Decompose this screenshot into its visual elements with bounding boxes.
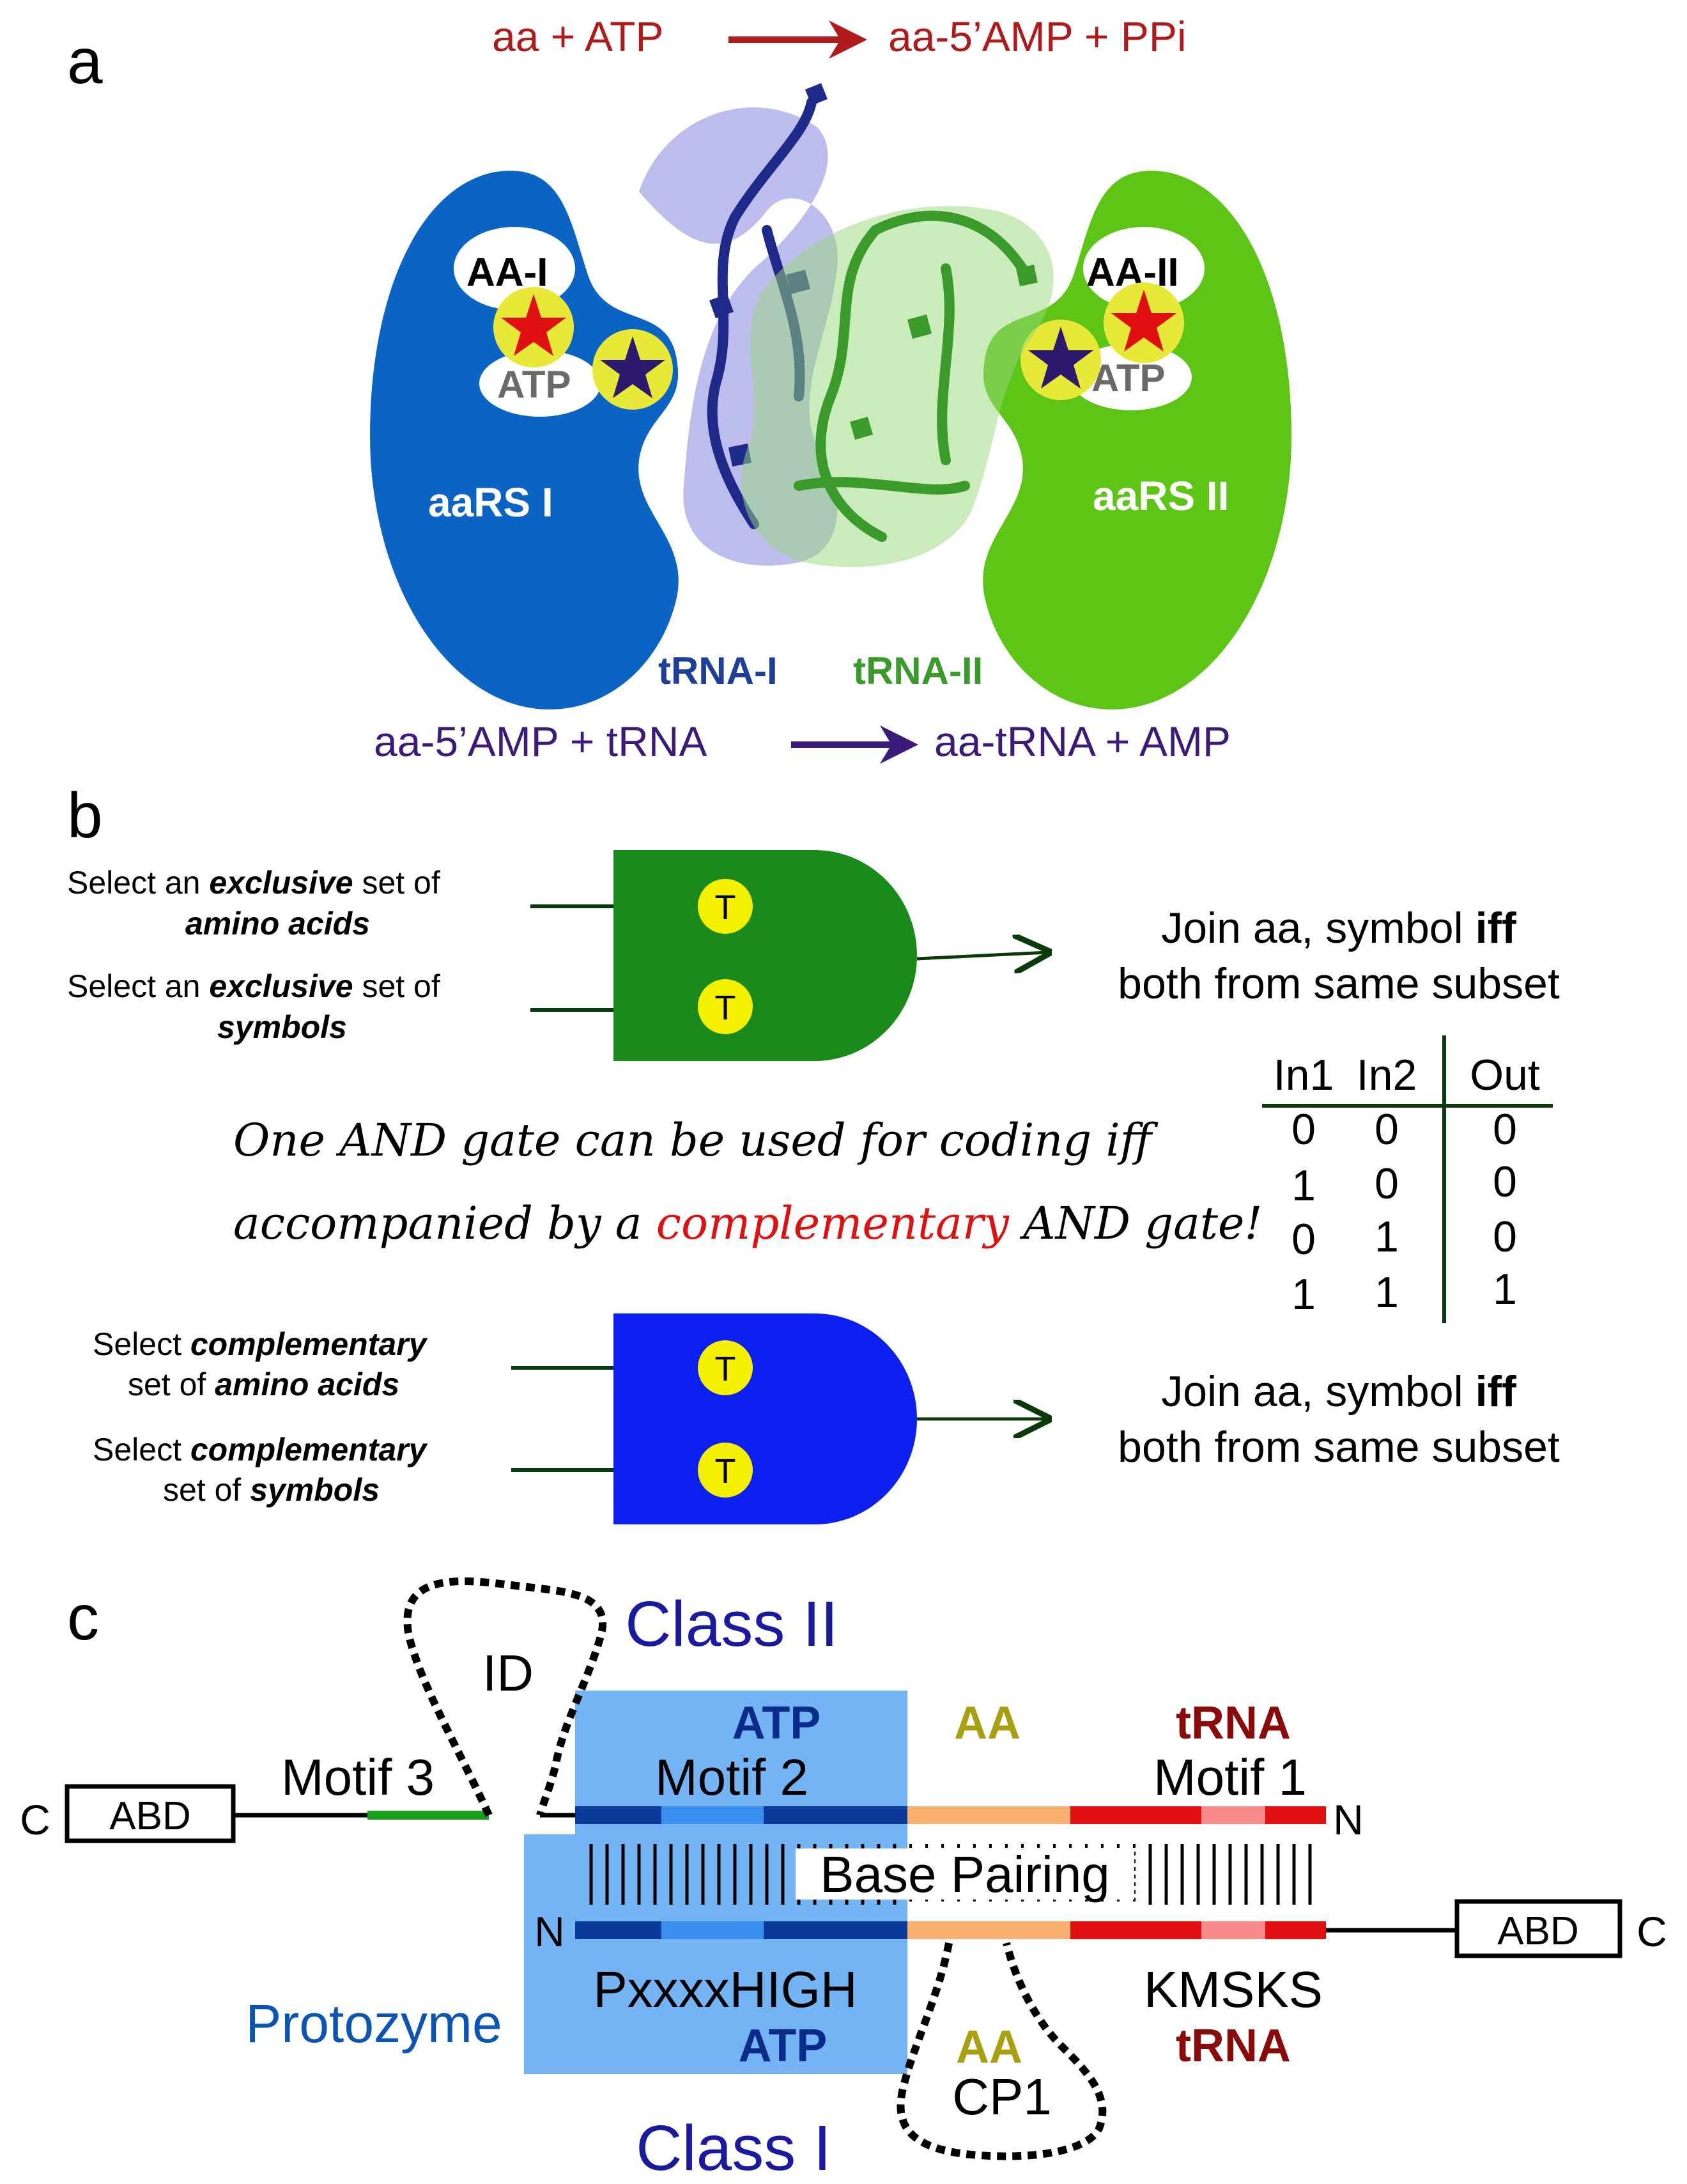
panel-b: b Select an exclusive set of amino acids… (67, 780, 1560, 1524)
bottom-c-terminus: C (1637, 1908, 1667, 1955)
top-aa-label: AA (954, 1698, 1021, 1749)
reaction-bottom-left: aa-5’AMP + tRNA (374, 718, 707, 765)
reaction-top-left: aa + ATP (492, 13, 663, 60)
aars-2-trna-star-icon (1028, 327, 1093, 389)
top-motif-3-label: Motif 3 (281, 1749, 435, 1806)
gate-2-transistor-1 (698, 1340, 753, 1395)
aars-1-atp-label: ATP (497, 363, 571, 406)
top-trna-label: tRNA (1176, 1698, 1291, 1749)
truth-table-cell-r3-in2: 1 (1375, 1212, 1399, 1261)
gate-1-input-1-line-1: Select an exclusive set of (67, 865, 440, 901)
aars-1-atp-site (479, 350, 601, 417)
gate-2-input-1-line-1: Select complementary (93, 1326, 428, 1362)
gate-2-transistor-2-label: T (715, 1452, 736, 1491)
truth-table-header-in1: In1 (1274, 1051, 1334, 1099)
gate-1-transistor-2-label: T (715, 989, 736, 1027)
trna-1-label: tRNA-I (658, 649, 778, 692)
truth-table-cell-r4-in1: 1 (1291, 1270, 1316, 1319)
top-motif-2-label: Motif 2 (655, 1749, 808, 1806)
aars-2-shape (983, 171, 1291, 710)
reaction-top-right: aa-5’AMP + PPi (888, 13, 1187, 60)
gate-1-transistor-1-label: T (715, 888, 736, 927)
truth-table-header-out: Out (1470, 1051, 1540, 1099)
truth-table-cell-r3-out: 0 (1493, 1212, 1517, 1261)
truth-table-cell-r2-out: 0 (1493, 1158, 1517, 1206)
aars-2-name: aaRS II (1093, 473, 1229, 519)
base-pairing-label-bg (796, 1848, 1134, 1900)
statement-line-1: One AND gate can be used for coding iff (233, 1114, 1159, 1166)
bottom-n-terminus: N (534, 1908, 565, 1955)
truth-table-cell-r2-in2: 0 (1375, 1159, 1399, 1208)
gate-2-output-line-1: Join aa, symbol iff (1161, 1367, 1516, 1416)
trna-2-label: tRNA-II (853, 649, 983, 692)
gate-1-and-shape (613, 850, 917, 1061)
gate-1-output-line-2: both from same subset (1118, 959, 1560, 1008)
panel-a: a aa + ATP aa-5’AMP + PPi AA-I ATP aaRS … (67, 13, 1291, 765)
panel-a-label: a (67, 26, 103, 97)
reaction-bottom-right: aa-tRNA + AMP (934, 718, 1231, 765)
bottom-kmsks-label: KMSKS (1144, 1961, 1323, 2018)
bottom-abd-label: ABD (1497, 1909, 1578, 1953)
class-1-label: Class I (636, 2112, 831, 2184)
top-id-label: ID (482, 1645, 534, 1701)
truth-table-header-in2: In2 (1357, 1051, 1417, 1099)
gate-1-input-2-line-1: Select an exclusive set of (67, 968, 440, 1004)
truth-table-cell-r4-out: 1 (1493, 1265, 1517, 1313)
protozyme-label: Protozyme (245, 1994, 502, 2054)
top-n-terminus: N (1333, 1796, 1364, 1843)
gate-2-input-2-line-1: Select complementary (93, 1432, 428, 1468)
top-motif-1-label: Motif 1 (1153, 1749, 1307, 1806)
gate-2-transistor-1-label: T (715, 1350, 736, 1388)
truth-table-cell-r1-out: 0 (1493, 1105, 1517, 1154)
truth-table-cell-r3-in1: 0 (1291, 1215, 1316, 1264)
bottom-cp1-loop (897, 1942, 1107, 2160)
aars-1-shape (370, 171, 679, 710)
panel-b-label: b (67, 780, 103, 851)
bottom-trna-label: tRNA (1176, 2020, 1291, 2072)
aars-2-aa-star-icon (1111, 290, 1176, 352)
gate-1-transistor-1 (698, 879, 753, 934)
gate-2-input-1-line-2: set of amino acids (128, 1367, 399, 1402)
trna-2-structure (741, 206, 1054, 568)
top-id-loop (403, 1577, 607, 1817)
bottom-abd-box (1454, 1899, 1622, 1958)
truth-table: In1 In2 Out 0 0 0 1 0 0 0 1 0 1 1 1 (1262, 1035, 1553, 1323)
bottom-pxxxxhigh-label: PxxxxHIGH (593, 1961, 857, 2018)
base-pairing-label: Base Pairing (820, 1846, 1110, 1903)
gate-2-transistor-2 (698, 1443, 753, 1498)
top-abd-label: ABD (109, 1794, 190, 1838)
aars-1-name: aaRS I (428, 479, 553, 525)
panel-c: c Class II Class I Protozyme C ABD Motif… (20, 1577, 1667, 2184)
gate-2-and-shape (613, 1313, 917, 1524)
bottom-cp1-label: CP1 (952, 2068, 1052, 2125)
statement-line-2: accompanied by a complementary AND gate! (233, 1197, 1263, 1250)
bottom-atp-label: ATP (739, 2020, 828, 2072)
class-2-label: Class II (625, 1588, 838, 1660)
aars-2-atp-label: ATP (1091, 357, 1166, 399)
bottom-aa-label: AA (956, 2022, 1022, 2073)
top-c-terminus: C (20, 1796, 50, 1843)
gate-1-output-line-1: Join aa, symbol iff (1161, 904, 1516, 952)
truth-table-cell-r2-in1: 1 (1291, 1161, 1316, 1210)
truth-table-cell-r1-in1: 0 (1291, 1105, 1316, 1154)
aars-2-aa-site (1083, 227, 1205, 310)
truth-table-cell-r1-in2: 0 (1375, 1105, 1399, 1154)
gate-1-input-1-line-2: amino acids (185, 906, 370, 941)
gate-1-transistor-2 (698, 979, 753, 1034)
aars-1-aa-star-icon (501, 294, 566, 356)
gate-1-output-arrow (916, 952, 1048, 959)
top-atp-label: ATP (732, 1698, 821, 1749)
panel-c-label: c (67, 1582, 99, 1653)
gate-1-input-2-line-2: symbols (217, 1009, 347, 1045)
truth-table-cell-r4-in2: 1 (1375, 1268, 1399, 1317)
aars-1-trna-star-icon (600, 336, 665, 398)
gate-2-input-2-line-2: set of symbols (163, 1472, 380, 1508)
gate-2-output-line-2: both from same subset (1118, 1423, 1560, 1471)
